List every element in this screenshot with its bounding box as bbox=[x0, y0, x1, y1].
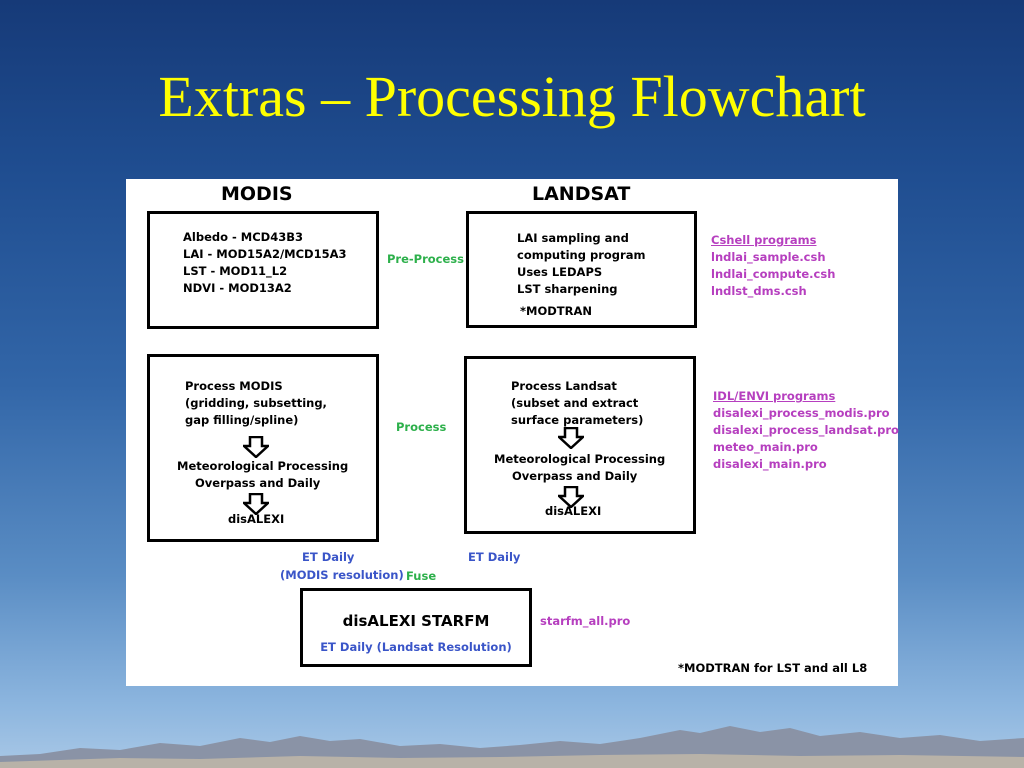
landsat-preprocess-line: computing program bbox=[517, 248, 646, 262]
landsat-header: LANDSAT bbox=[532, 183, 631, 205]
landsat-process-line: surface parameters) bbox=[511, 413, 644, 427]
modis-preprocess-line: Albedo - MCD43B3 bbox=[183, 230, 303, 244]
landsat-preprocess-line: Uses LEDAPS bbox=[517, 265, 603, 279]
modis-header: MODIS bbox=[221, 183, 293, 205]
landsat-preprocess-line: LST sharpening bbox=[517, 282, 618, 296]
modis-preprocess-line: LAI - MOD15A2/MCD15A3 bbox=[183, 247, 347, 261]
cshell-heading: Cshell programs bbox=[711, 233, 817, 247]
idl-file: disalexi_process_modis.pro bbox=[713, 406, 890, 420]
modis-overpass-step: Overpass and Daily bbox=[195, 476, 321, 490]
modis-process-line: gap filling/spline) bbox=[185, 413, 299, 427]
landsat-preprocess-box: LAI sampling and computing program Uses … bbox=[466, 211, 697, 328]
modis-et-daily: ET Daily bbox=[302, 550, 355, 564]
slide-title: Extras – Processing Flowchart bbox=[158, 64, 866, 129]
modis-process-line: (gridding, subsetting, bbox=[185, 396, 327, 410]
down-arrow-icon bbox=[558, 486, 584, 508]
modis-disalexi-step: disALEXI bbox=[228, 512, 285, 526]
modtran-note: *MODTRAN bbox=[520, 304, 593, 318]
cshell-file: lndlai_sample.csh bbox=[711, 250, 826, 264]
landsat-meteo-step: Meteorological Processing bbox=[494, 452, 666, 466]
preprocess-label: Pre-Process bbox=[387, 252, 464, 266]
process-label: Process bbox=[396, 420, 447, 434]
modis-preprocess-line: NDVI - MOD13A2 bbox=[183, 281, 292, 295]
fuse-label: Fuse bbox=[406, 569, 437, 583]
landsat-process-line: (subset and extract bbox=[511, 396, 639, 410]
flowchart-panel: MODIS LANDSAT Albedo - MCD43B3 LAI - MOD… bbox=[126, 179, 899, 686]
cshell-file: lndlst_dms.csh bbox=[711, 284, 807, 298]
footnote: *MODTRAN for LST and all L8 bbox=[678, 661, 868, 675]
landsat-process-line: Process Landsat bbox=[511, 379, 617, 393]
starfm-title: disALEXI STARFM bbox=[342, 612, 490, 630]
landsat-overpass-step: Overpass and Daily bbox=[512, 469, 638, 483]
idl-heading: IDL/ENVI programs bbox=[713, 389, 836, 403]
idl-file: meteo_main.pro bbox=[713, 440, 818, 454]
down-arrow-icon bbox=[558, 427, 584, 449]
starfm-box: disALEXI STARFM ET Daily (Landsat Resolu… bbox=[300, 588, 532, 667]
down-arrow-icon bbox=[243, 493, 269, 515]
starfm-program: starfm_all.pro bbox=[540, 614, 631, 628]
idl-file: disalexi_process_landsat.pro bbox=[713, 423, 899, 437]
down-arrow-icon bbox=[243, 436, 269, 458]
cshell-file: lndlai_compute.csh bbox=[711, 267, 836, 281]
landsat-preprocess-line: LAI sampling and bbox=[517, 231, 629, 245]
landsat-disalexi-step: disALEXI bbox=[545, 504, 602, 518]
mountains-background bbox=[0, 726, 1024, 768]
modis-process-box: Process MODIS (gridding, subsetting, gap… bbox=[147, 354, 379, 542]
landsat-et-daily: ET Daily bbox=[468, 550, 521, 564]
modis-preprocess-box: Albedo - MCD43B3 LAI - MOD15A2/MCD15A3 L… bbox=[147, 211, 379, 329]
modis-et-resolution: (MODIS resolution) bbox=[280, 568, 404, 582]
landsat-process-box: Process Landsat (subset and extract surf… bbox=[464, 356, 696, 534]
idl-file: disalexi_main.pro bbox=[713, 457, 827, 471]
modis-preprocess-line: LST - MOD11_L2 bbox=[183, 264, 288, 278]
starfm-subtitle: ET Daily (Landsat Resolution) bbox=[320, 640, 512, 654]
modis-process-line: Process MODIS bbox=[185, 379, 283, 393]
modis-meteo-step: Meteorological Processing bbox=[177, 459, 349, 473]
